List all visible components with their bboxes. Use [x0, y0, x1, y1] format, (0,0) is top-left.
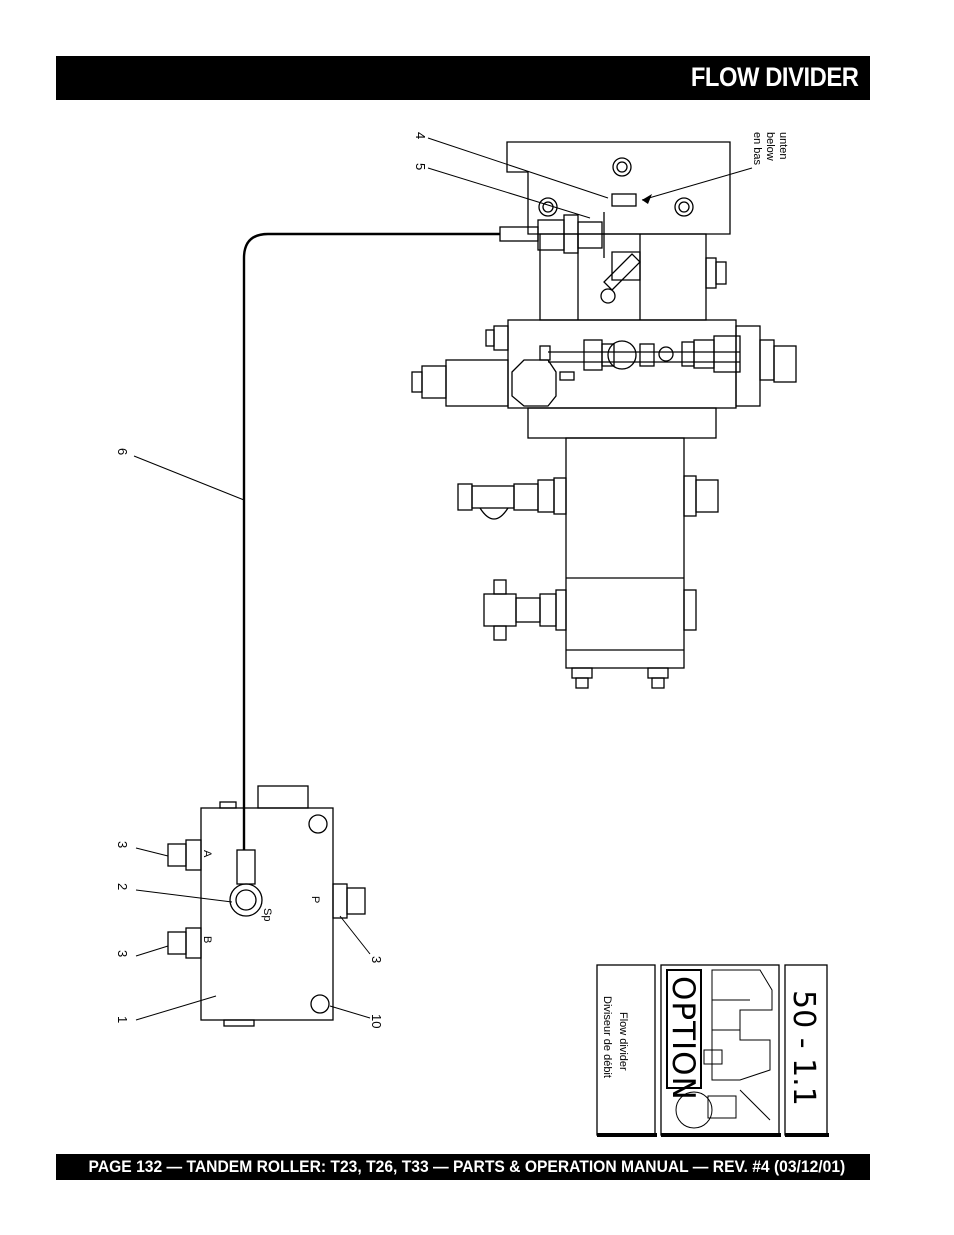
page-footer: PAGE 132 — TANDEM ROLLER: T23, T26, T33 … [88, 1157, 846, 1176]
callout-3-a: 3 [115, 841, 130, 848]
callout-5: 5 [413, 163, 428, 170]
callout-1: 1 [115, 1016, 130, 1023]
leader-lines [133, 137, 753, 1021]
mounting-plate [506, 141, 731, 235]
callout-3-b: 3 [115, 950, 130, 957]
pump-housing [457, 437, 719, 689]
reference-number: 50 - 1.1 [786, 990, 821, 1106]
reference-name-en: Flow divider [617, 1012, 629, 1071]
option-label: OPTION [665, 976, 701, 1101]
roller-illustration [675, 969, 773, 1129]
valve-block [411, 319, 797, 439]
flow-divider-block [167, 785, 366, 1027]
location-note-de: unten [777, 132, 789, 160]
location-note-en: below [764, 132, 776, 161]
port-label-sp: Sp [261, 908, 273, 921]
pipe-line [242, 232, 500, 850]
location-note-fr: en bas [751, 132, 763, 166]
callout-4: 4 [413, 132, 428, 139]
page-title: FLOW DIVIDER [690, 62, 858, 92]
callout-6: 6 [115, 448, 130, 455]
callout-10: 10 [369, 1014, 384, 1028]
port-label-p: P [309, 896, 321, 903]
reference-box [596, 964, 829, 1137]
port-label-b: B [201, 936, 213, 943]
pipe-end-fitting [499, 212, 605, 258]
reference-name-fr: Diviseur de débit [601, 996, 613, 1078]
footer-bar: PAGE 132 — TANDEM ROLLER: T23, T26, T33 … [56, 1154, 870, 1180]
callout-2: 2 [115, 883, 130, 890]
header-bar: FLOW DIVIDER [56, 56, 870, 100]
port-label-a: A [201, 850, 213, 858]
callout-3-c: 3 [369, 956, 384, 963]
pump-body [539, 233, 727, 321]
